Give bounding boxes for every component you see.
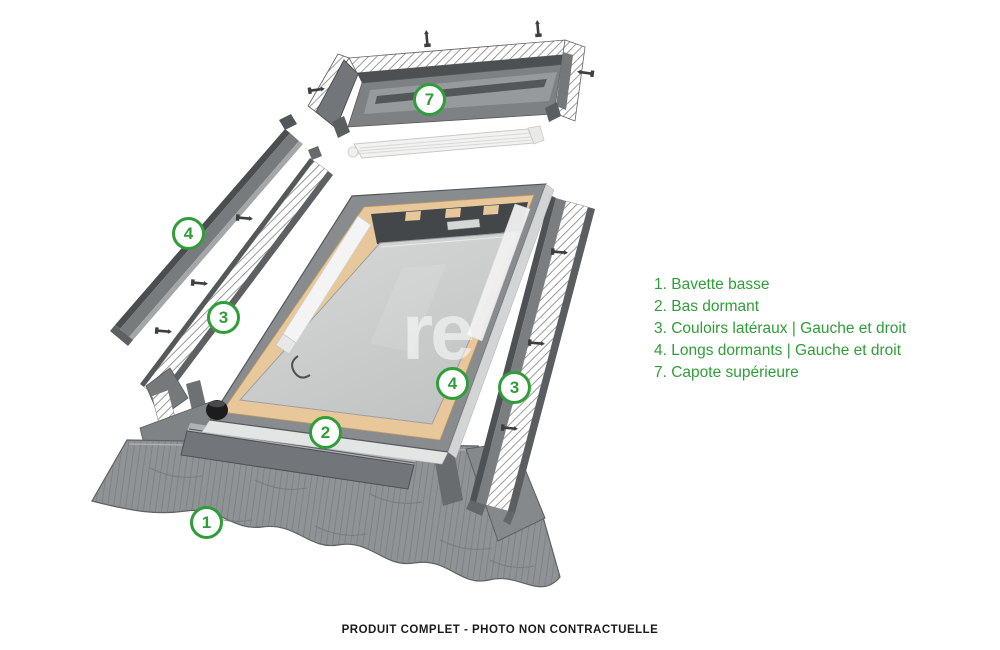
part-badge-7: 7 bbox=[413, 83, 446, 116]
part-badge-1: 1 bbox=[190, 506, 223, 539]
part-badge-2: 2 bbox=[309, 416, 342, 449]
right-long-dormant-rail bbox=[466, 195, 566, 516]
legend-item-3: 3. Couloirs latéraux | Gauche et droit bbox=[654, 320, 907, 337]
footer-caption: PRODUIT COMPLET - PHOTO NON CONTRACTUELL… bbox=[341, 624, 659, 636]
part-badge-4-right: 4 bbox=[436, 367, 469, 400]
legend-item-4: 4. Longs dormants | Gauche et droit bbox=[654, 342, 902, 359]
white-seal-strip bbox=[347, 125, 545, 159]
part-badge-4-left: 4 bbox=[172, 217, 205, 250]
left-couloir-rail bbox=[140, 146, 333, 419]
legend-item-7: 7. Capote supérieure bbox=[654, 364, 799, 381]
part-badge-3-right: 3 bbox=[498, 371, 531, 404]
legend-item-2: 2. Bas dormant bbox=[654, 298, 760, 315]
legend-item-1: 1. Bavette basse bbox=[654, 276, 770, 293]
part-badge-3-left: 3 bbox=[207, 301, 240, 334]
capote-superieure-part bbox=[307, 39, 586, 138]
parts-legend: 1. Bavette basse 2. Bas dormant 3. Coulo… bbox=[654, 274, 906, 384]
